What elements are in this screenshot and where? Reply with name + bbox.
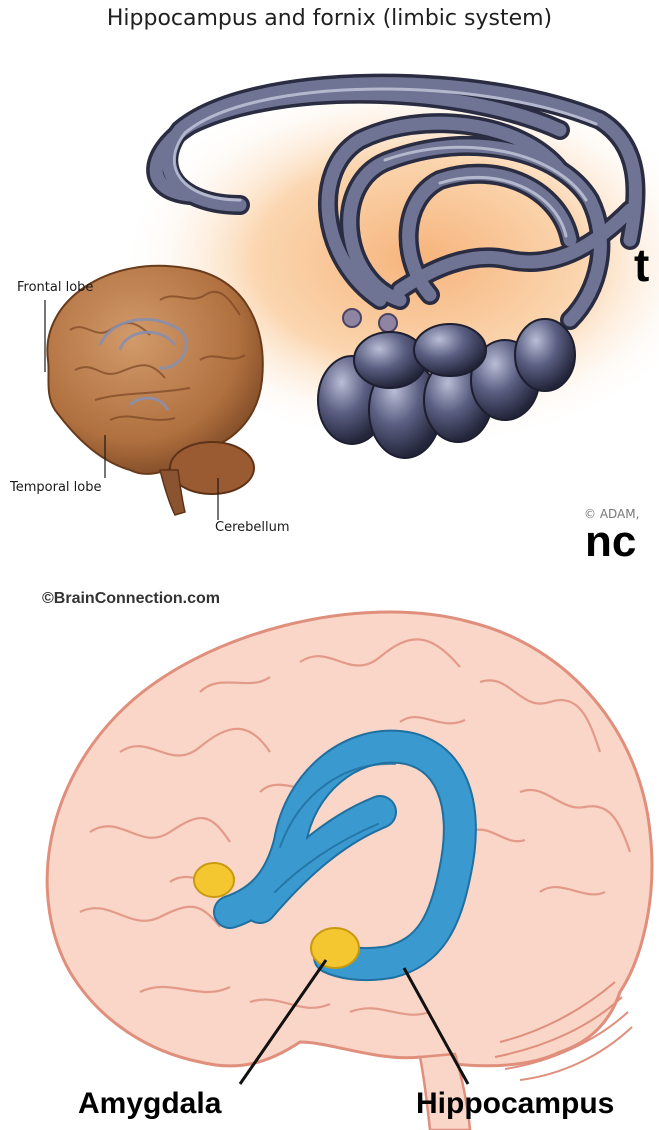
limbic-brain-illustration <box>0 572 659 1130</box>
mammillary-body <box>379 314 397 332</box>
limbic-brain-panel: ©BrainConnection.com Amygdala Hippocampu… <box>0 572 659 1130</box>
amygdala-spot <box>311 928 359 968</box>
hippocampus-label: Hippocampus <box>416 1087 614 1121</box>
amygdala-spot-front <box>194 863 234 897</box>
mammillary-body <box>343 309 361 327</box>
brain-photo <box>47 266 262 515</box>
brainconnection-credit: ©BrainConnection.com <box>42 590 220 608</box>
temporal-lobe-label: Temporal lobe <box>10 480 101 495</box>
fragment-t: t <box>634 242 649 288</box>
hippocampus-fornix-panel: Hippocampus and fornix (limbic system) F… <box>0 0 659 572</box>
figure-title: Hippocampus and fornix (limbic system) <box>0 6 659 31</box>
frontal-lobe-label: Frontal lobe <box>17 280 93 295</box>
cerebellum-label: Cerebellum <box>215 520 290 535</box>
fragment-nc: nc <box>585 520 636 564</box>
amygdala-label: Amygdala <box>78 1087 221 1121</box>
